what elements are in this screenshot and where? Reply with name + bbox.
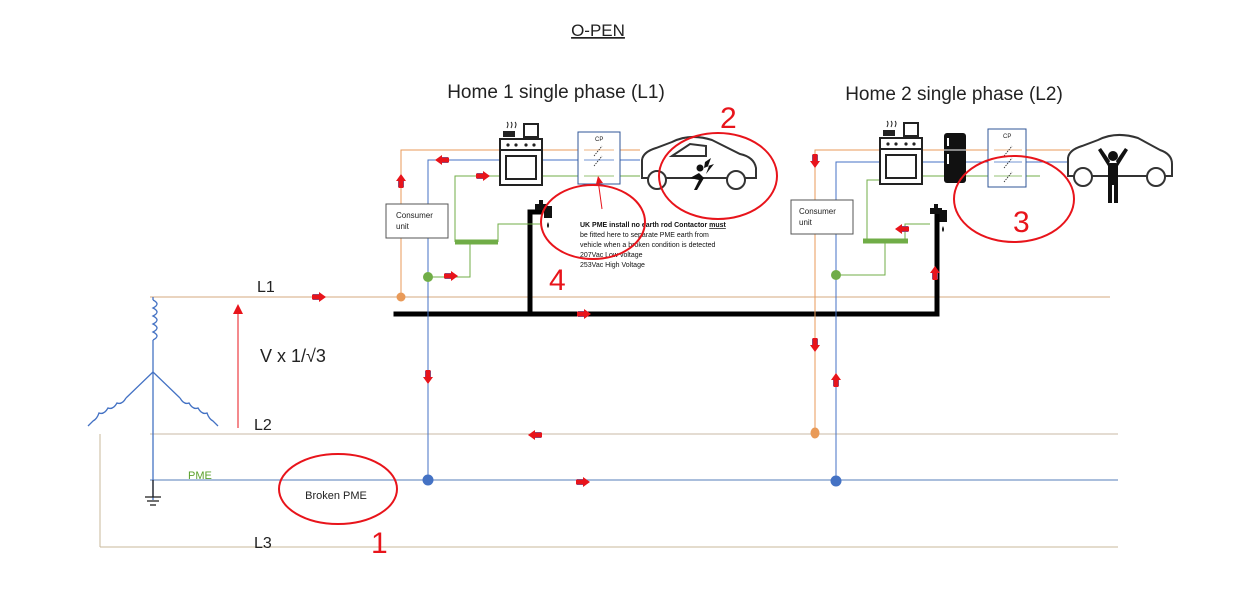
broken-pme-circle: [278, 453, 398, 525]
home1-earth-node: [423, 272, 433, 282]
arrow-down: [810, 154, 820, 168]
person-icon: [1098, 148, 1128, 203]
marker-1: 1: [371, 527, 388, 560]
home1-neutral-node: [422, 474, 434, 486]
svg-text:unit: unit: [799, 218, 813, 227]
broken-pme-label: Broken PME: [305, 490, 367, 502]
l2-label: L2: [254, 417, 272, 434]
arrow-left: [435, 155, 449, 165]
arrow-down: [423, 370, 433, 384]
arrow-left: [528, 430, 542, 440]
vehicle-shock-circle: [658, 132, 778, 220]
arrow-down: [810, 338, 820, 352]
tap-icon: [535, 200, 552, 228]
svg-text:Consumer: Consumer: [799, 207, 836, 216]
arrow-right: [576, 477, 590, 487]
svg-text:Consumer: Consumer: [396, 211, 433, 220]
home1-consumer-unit: Consumer unit: [385, 203, 449, 239]
l1-label: L1: [257, 279, 275, 296]
arrow-left: [895, 224, 909, 234]
home2-consumer-unit: Consumer unit: [790, 199, 854, 235]
earth-ground-icon: [145, 480, 161, 506]
svg-text:CP: CP: [1003, 134, 1011, 140]
tap-icon: [930, 204, 947, 232]
svg-text:CP: CP: [595, 137, 603, 143]
electric-shock-icon: [690, 158, 714, 190]
home1-charge-point: CP: [577, 131, 621, 185]
home1-label: Home 1 single phase (L1): [447, 82, 665, 103]
home2-earth-node: [831, 270, 841, 280]
transformer-coil-icon: [87, 297, 219, 500]
arrow-up: [396, 174, 406, 188]
svg-text:207Vac Low voltage: 207Vac Low voltage: [580, 252, 643, 259]
home2-phase-node: [810, 427, 820, 439]
page-title: O-PEN: [571, 21, 625, 40]
arrow-right: [476, 171, 490, 181]
home2-label: Home 2 single phase (L2): [845, 84, 1063, 105]
svg-text:UK PME install no earth rod Co: UK PME install no earth rod Contactor mu…: [580, 222, 727, 229]
home2-neutral-node: [830, 475, 842, 487]
arrow-right: [577, 309, 591, 319]
svg-text:unit: unit: [396, 222, 410, 231]
arrow-right: [444, 271, 458, 281]
svg-text:253Vac High Voltage: 253Vac High Voltage: [580, 262, 645, 269]
home1-phase-node: [396, 292, 406, 302]
pme-label: PME: [188, 470, 212, 482]
svg-text:be fitted here to separate PM: be fitted here to separate PME earth fro…: [580, 232, 709, 239]
voltage-arrow: [233, 304, 243, 428]
voltage-label: V x 1/√3: [260, 346, 326, 366]
marker-3: 3: [1013, 206, 1030, 239]
arrow-right: [312, 292, 326, 302]
svg-text:vehicle when a broken conditio: vehicle when a broken condition is detec…: [580, 242, 716, 249]
home2-cp-circle: [953, 155, 1075, 243]
fridge-icon: [944, 133, 966, 183]
arrow-up: [831, 373, 841, 387]
pen-bus: [393, 209, 940, 317]
contactor-note: UK PME install no earth rod Contactor mu…: [580, 222, 727, 269]
cooker-icon: [879, 120, 923, 185]
l3-label: L3: [254, 535, 272, 552]
note-pointer-head: [596, 176, 603, 184]
marker-4: 4: [549, 264, 566, 297]
marker-2: 2: [720, 102, 737, 135]
cooker-icon: [499, 121, 543, 186]
contactor-circle: [540, 184, 646, 260]
